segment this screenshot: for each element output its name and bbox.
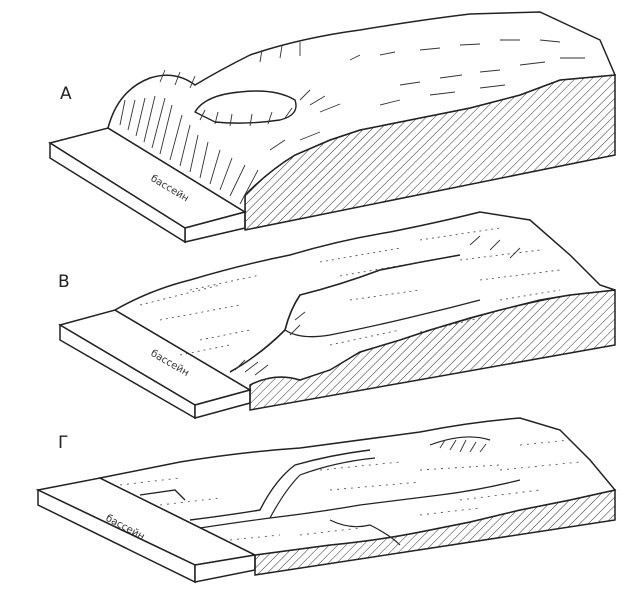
panel-g-block: бассейн [38, 418, 615, 582]
panel-b-label: В [58, 272, 70, 292]
panel-g-label: Г [58, 433, 68, 453]
panel-a-label: А [60, 84, 72, 104]
panel-b-block: бассейн [60, 212, 615, 418]
panel-a-block: бассейн [50, 12, 615, 242]
